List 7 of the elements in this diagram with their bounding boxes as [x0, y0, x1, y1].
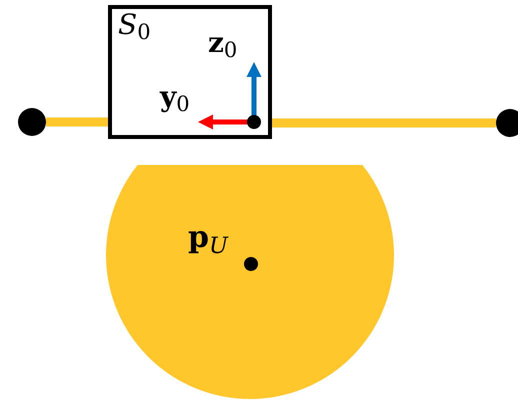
math-label: y$_{0}$ [160, 83, 190, 111]
math-label: z$_{0}$ [208, 29, 238, 57]
frame-box [108, 5, 272, 139]
math-label: S$_{0}$ [118, 11, 151, 39]
link-bar [46, 118, 108, 126]
link-bar [272, 118, 496, 128]
math-label: p$_{U}$ [188, 223, 228, 253]
